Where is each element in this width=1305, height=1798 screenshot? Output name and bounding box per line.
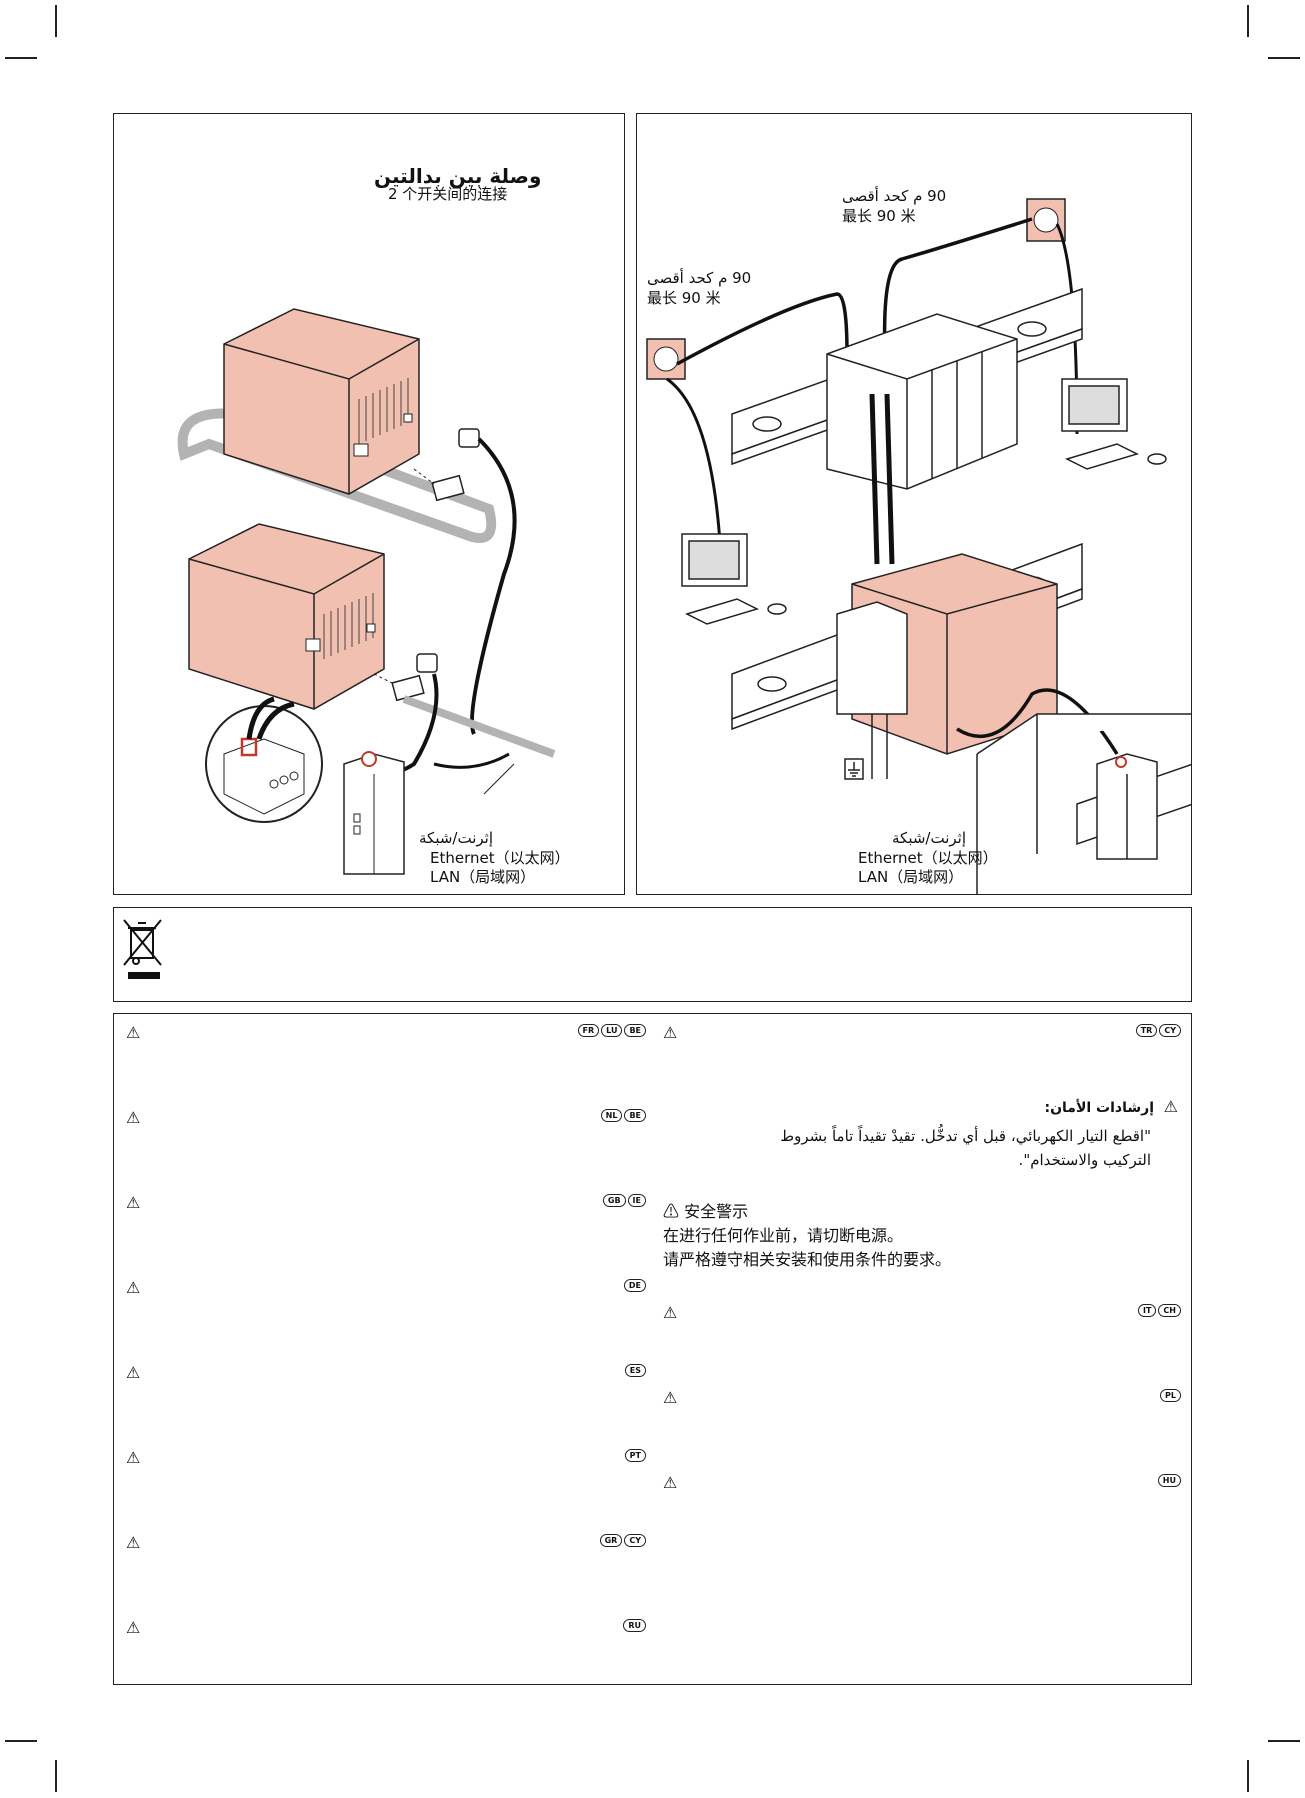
network-label-lan-right: LAN（局域网）: [858, 868, 964, 886]
power-supply-right: [1096, 753, 1158, 860]
warning-triangle-icon: ⚠: [663, 1202, 680, 1221]
warning-triangle-icon: ⚠: [126, 1448, 141, 1467]
cabinet-box: [976, 713, 1191, 894]
country-badge: IE: [627, 1194, 646, 1207]
warning-triangle-icon: ⚠: [126, 1108, 141, 1127]
warning-row: ⚠ PT: [126, 1449, 646, 1473]
country-badge: TR: [1135, 1024, 1158, 1037]
computer-right: [1061, 378, 1167, 470]
weee-panel: [113, 907, 1192, 1002]
country-badge: CY: [624, 1534, 646, 1547]
warning-triangle-icon: ⚠: [126, 1363, 141, 1382]
country-badge: FR: [577, 1024, 600, 1037]
left-diagram-panel: وصلة بين بدالتين 2 个开关间的连接: [113, 113, 625, 895]
warning-triangle-icon: ⚠: [663, 1388, 678, 1407]
country-badge: IT: [1137, 1304, 1157, 1317]
distance-top-chinese: 最长 90 米: [842, 207, 916, 225]
crop-mark: [5, 57, 37, 59]
warning-triangle-icon: ⚠: [663, 1023, 678, 1042]
warning-row: ⚠ DE: [126, 1279, 646, 1303]
warning-triangle-icon: ⚠: [126, 1278, 141, 1297]
network-label-ethernet: Ethernet（以太网）: [430, 849, 570, 867]
country-badge: PL: [1160, 1389, 1181, 1402]
country-badge: CH: [1158, 1304, 1181, 1317]
right-diagram-illustration: [646, 198, 1191, 894]
country-badge: CY: [1159, 1024, 1181, 1037]
distance-top-arabic: 90 م كحد أقصى: [842, 187, 947, 205]
distance-left-chinese: 最长 90 米: [647, 289, 721, 307]
rj45-connector-bottom: [373, 673, 556, 758]
crop-mark: [1268, 1740, 1300, 1742]
arabic-safety-line2: التركيب والاستخدام".: [1018, 1151, 1151, 1169]
network-label-ethernet-right: Ethernet（以太网）: [858, 849, 998, 867]
chinese-heading-text: 安全警示: [684, 1202, 749, 1221]
power-supply-unit: [343, 751, 405, 875]
crop-mark: [1247, 1760, 1249, 1792]
warning-row: ⚠ PL: [663, 1389, 1181, 1413]
crop-mark: [1247, 5, 1249, 37]
country-badge: GR: [599, 1534, 623, 1547]
crop-mark: [5, 1740, 37, 1742]
arabic-safety-line1: "اقطع التيار الكهربائي، قبل أي تدخُّل. ت…: [780, 1127, 1151, 1145]
distance-left-arabic: 90 م كحد أقصى: [647, 269, 752, 287]
wall-socket-left: [646, 338, 686, 380]
country-badge: HU: [1157, 1474, 1181, 1487]
warning-row: ⚠ HU: [663, 1474, 1181, 1498]
country-badge: LU: [601, 1024, 623, 1037]
chinese-safety-line2: 请严格遵守相关安装和使用条件的要求。: [663, 1250, 952, 1269]
country-badge: BE: [624, 1109, 646, 1122]
crop-mark: [55, 1760, 57, 1792]
circuit-breaker-block: [826, 313, 1018, 490]
dc-plug-top: [458, 428, 517, 735]
country-badge: ES: [624, 1364, 646, 1377]
network-label-arabic: إثرنت/شبكة: [419, 829, 493, 847]
earth-ground-icon: [844, 758, 864, 780]
country-badge: DE: [623, 1279, 646, 1292]
warning-triangle-icon: ⚠: [126, 1618, 141, 1637]
network-label-arabic-right: إثرنت/شبكة: [892, 829, 966, 847]
side-breaker: [836, 601, 908, 715]
crossed-out-bin-icon: [123, 919, 162, 979]
country-badge: PT: [624, 1449, 646, 1462]
computer-left: [681, 533, 787, 625]
warning-row: ⚠ RU: [126, 1619, 646, 1643]
title-arabic: وصلة بين بدالتين: [374, 164, 542, 188]
left-diagram-illustration: [177, 308, 556, 875]
country-badge: NL: [600, 1109, 623, 1122]
warning-triangle-icon: ⚠: [126, 1193, 141, 1212]
warning-triangle-icon: ⚠: [1163, 1097, 1178, 1116]
crop-mark: [1268, 57, 1300, 59]
warning-triangle-icon: ⚠: [126, 1533, 141, 1552]
warning-triangle-icon: ⚠: [126, 1023, 141, 1042]
network-label-lan: LAN（局域网）: [430, 868, 536, 886]
warning-triangle-icon: ⚠: [663, 1303, 678, 1322]
country-badge: BE: [624, 1024, 646, 1037]
warning-row: ⚠ ES: [126, 1364, 646, 1388]
arabic-safety-heading: إرشادات الأمان:: [1044, 1100, 1154, 1116]
switch-device-top: [223, 308, 420, 495]
country-badge: RU: [623, 1619, 646, 1632]
detail-magnifier: [205, 696, 323, 823]
wall-socket-right: [1026, 198, 1066, 242]
arabic-safety-row: ⚠ إرشادات الأمان:: [664, 1098, 1182, 1122]
crop-mark: [55, 5, 57, 37]
rj45-connector-top: [413, 468, 465, 502]
switch-device-bottom: [188, 523, 385, 710]
chinese-safety-heading: ⚠ 安全警示: [663, 1200, 748, 1224]
country-badge: GB: [602, 1194, 626, 1207]
title-chinese: 2 个开关间的连接: [388, 185, 508, 203]
chinese-safety-line1: 在进行任何作业前，请切断电源。: [663, 1226, 904, 1245]
warning-triangle-icon: ⚠: [663, 1473, 678, 1492]
right-diagram-panel: 90 م كحد أقصى 最长 90 米 90 م كحد أقصى 最长 9…: [636, 113, 1192, 895]
